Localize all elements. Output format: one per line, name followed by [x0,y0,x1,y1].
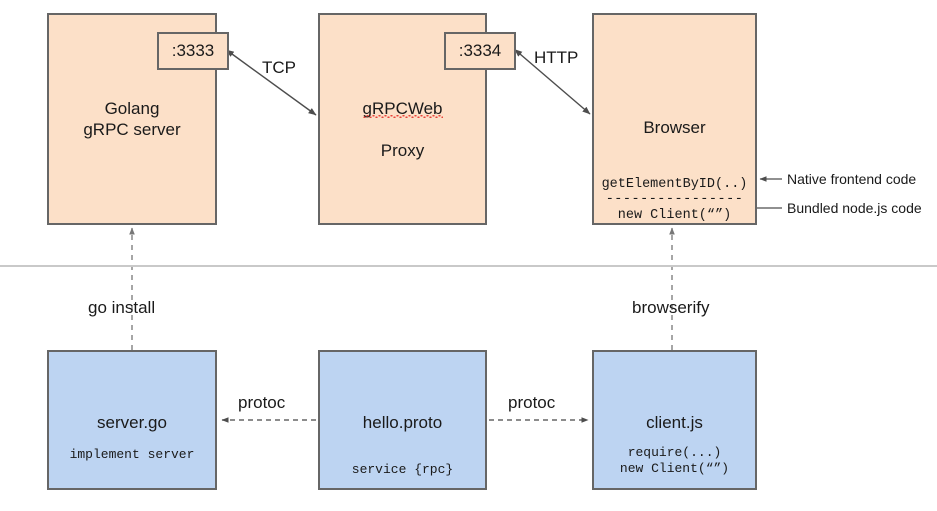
node-title: Golang gRPC server [83,99,181,139]
node-subtext: implement server [69,447,195,462]
annotation-native-frontend: Native frontend code [787,171,917,187]
node-title: gRPCWeb Proxy [362,77,443,161]
node-title-line2: Proxy [380,141,425,160]
edge-label-protoc-right: protoc [508,393,556,412]
section-divider [0,265,937,267]
misspelled-word: gRPCWeb [362,99,443,118]
node-subtext: require(...) new Client(“”) [619,445,730,476]
port-badge-3333[interactable]: :3333 [157,32,229,70]
browser-code-separator: ---------------- [605,192,744,207]
node-client-js[interactable]: client.js require(...) new Client(“”) [592,350,757,490]
annotation-bundled-node: Bundled node.js code [787,200,922,216]
browser-code-bundled: new Client(“”) [617,208,732,223]
port-badge-label: :3334 [458,41,502,60]
node-title: server.go [97,413,167,432]
edge-label-http: HTTP [534,48,579,67]
edge-label-browserify: browserify [632,298,710,317]
edge-label-protoc-left: protoc [238,393,286,412]
node-title: hello.proto [362,413,443,432]
node-browser[interactable]: Browser getElementByID(..) -------------… [592,13,757,225]
node-hello-proto[interactable]: hello.proto service {rpc} [318,350,487,490]
node-subtext: service {rpc} [351,462,454,477]
node-server-go[interactable]: server.go implement server [47,350,217,490]
node-grpcweb-proxy[interactable]: gRPCWeb Proxy [318,13,487,225]
node-title: client.js [646,413,703,432]
edge-label-tcp: TCP [262,58,296,77]
port-badge-3334[interactable]: :3334 [444,32,516,70]
edge-label-go-install: go install [88,298,156,317]
browser-code-native: getElementByID(..) [601,177,748,192]
port-badge-label: :3333 [171,41,215,60]
node-title: Browser [643,118,706,137]
